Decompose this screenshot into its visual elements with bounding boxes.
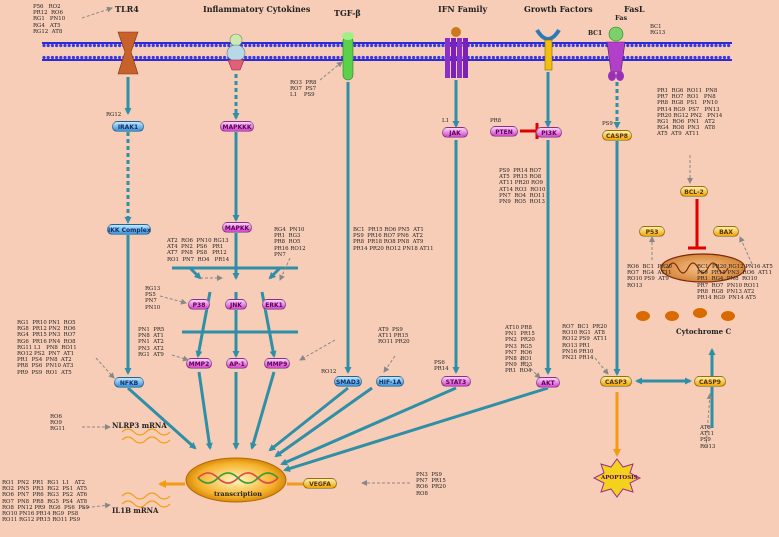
casp8-annotation: PS9 [602, 121, 613, 127]
mmp2-annotation: PN1 PR5 PN8 AT1 PN1 AT2 PN3 AT2 RG1 AT9 [138, 327, 165, 358]
hif1a-annotation: AT9 PS9 AT11 PR15 RO11 PR20 [378, 327, 410, 346]
signal-arrows [124, 72, 716, 472]
tgfb-label: TGF-β [334, 8, 361, 18]
tlr4-label: TLR4 [115, 4, 139, 14]
p53-annotation: RO6 BC1 PR20 RO7 RG4 AT11 RO10 PS9 AT9 R… [627, 264, 672, 289]
il1b-annotation: RO1 PN2 PR1 RG1 L1 AT2 RO2 PN5 PR3 RG2 P… [2, 480, 89, 524]
fas-receptor [606, 26, 626, 81]
growth-factor-receptor [535, 28, 561, 71]
p53-node: P53 [639, 226, 665, 237]
irak1-annotation: RG12 [106, 112, 122, 118]
nucleus [185, 457, 287, 503]
transcription-label: transcription [214, 490, 262, 498]
jak-annotation: L1 [442, 118, 450, 124]
cytochrome-c-label: Cytochrome C [676, 327, 732, 336]
akt-node: AKT [536, 377, 560, 388]
ifn-label: IFN Family [438, 4, 488, 14]
casp9-node: CASP9 [694, 376, 726, 387]
bc1-label: BC1 [588, 30, 603, 37]
erk1-annotation: RG4 PN10 PR1 RG3 PR8 RO5 PR16 RO12 PN7 [274, 227, 306, 258]
pi3k-annotation: PS9 PR14 RO7 AT5 PR15 RO8 AT11 PR20 RO9 … [499, 168, 546, 206]
erk1-node: ERK1 [262, 299, 286, 310]
ap1-node: AP-1 [226, 358, 248, 369]
jak-node: JAK [442, 127, 468, 138]
mapkk-node: MAPKK [222, 222, 252, 233]
annotation-arrows [81, 6, 753, 509]
fasl-label: FasL [624, 4, 645, 14]
casp3-node: CASP3 [600, 376, 632, 387]
smad3-node: SMAD3 [334, 376, 362, 387]
nfkb-annotation: RG1 PR10 PN1 RO5 RG8 PR12 PN2 RO6 RG4 PR… [17, 320, 77, 376]
casp3-annotation: RO7 BC1 PR20 RO10 RG1 AT8 RO12 PS9 AT11 … [562, 324, 608, 362]
p38-node: P38 [188, 299, 210, 310]
smad3-annotation: RO12 [321, 369, 337, 375]
mrna-squiggles [121, 428, 171, 508]
il1b-mrna-label: IL1B mRNA [112, 506, 159, 515]
vegfa-node: VEGFA [303, 478, 337, 489]
ikk-complex-node: IKK Complex [107, 224, 151, 235]
vegfa-annotation: PN3 PS9 PN7 PR15 RO6 PR20 RO8 [416, 472, 446, 497]
tlr4-receptor [117, 31, 139, 75]
tgfb-annotation: RO3 PR8 RO7 PS7 L1 PS9 [290, 80, 317, 99]
irak1-node: IRAK1 [112, 121, 144, 132]
akt-annotation: AT10 PR8 PN1 PR15 PN2 PR20 PN3 RG5 PN7 R… [505, 325, 535, 375]
pten-node: PTEN [490, 126, 518, 137]
mitochondrion [660, 253, 746, 283]
stat3-annotation: PS6 PR14 [434, 360, 449, 373]
bcl2-node: BCL-2 [680, 186, 708, 197]
apoptosis-label: APOPTOSIS [601, 475, 638, 481]
ifn-receptor [445, 27, 468, 78]
hif1a-node: HIF-1A [376, 376, 404, 387]
mmp2-node: MMP2 [186, 358, 212, 369]
tgfb-receptor [342, 32, 354, 81]
nfkb-node: NFKB [114, 377, 144, 388]
stat3-node: STAT3 [441, 376, 471, 387]
jnk-node: JNK [225, 299, 247, 310]
p38-annotation: RG13 PS5 PN7 PN10 [145, 286, 161, 311]
mapkkk-node: MAPKKK [220, 121, 254, 132]
casp8-node: CASP8 [602, 130, 632, 141]
cytochrome-annotation: BC1 PR20 RG12 PN16 AT5 PS9 PR15 PN3 RO6 … [697, 264, 773, 302]
fasl-annotation: BC1 RG13 [650, 24, 666, 37]
fas-label: Fas [615, 14, 628, 22]
casp9-annotation: AT6 AT11 PS9 RO13 [700, 425, 716, 450]
smad-top-annotation: BC1 PR15 RO6 PN5 AT1 PS9 PR16 RO7 PN6 AT… [353, 227, 434, 252]
nlrp3-mrna-label: NLRP3 mRNA [112, 421, 167, 430]
cytokine-receptor [226, 33, 246, 71]
apoptosis-star [592, 458, 642, 498]
pten-annotation: PR8 [490, 118, 502, 124]
tlr4-annotation: P56 RO2 PR12 RO6 RG1 PN10 RG4 AT5 RG12 A… [33, 4, 66, 35]
pi3k-node: PI3K [536, 127, 562, 138]
growth-factors-label: Growth Factors [524, 4, 593, 14]
cell-membrane [42, 42, 732, 61]
mmp9-node: MMP9 [264, 358, 290, 369]
cytochrome-c-dots [636, 308, 735, 321]
mapkkk-annotation: AT2 RO6 PN10 RG13 AT4 PN2 PS6 PR1 AT7 PN… [167, 238, 230, 263]
cytokines-label: Inflammatory Cytokines [203, 4, 311, 14]
nlrp3-annotation: RO6 RO9 RG11 [50, 414, 66, 433]
bcl2-annotation: PR1 RG6 RO11 PN8 PR7 RO7 RO1 PN8 PR8 RG8… [657, 88, 723, 138]
bax-node: BAX [713, 226, 739, 237]
